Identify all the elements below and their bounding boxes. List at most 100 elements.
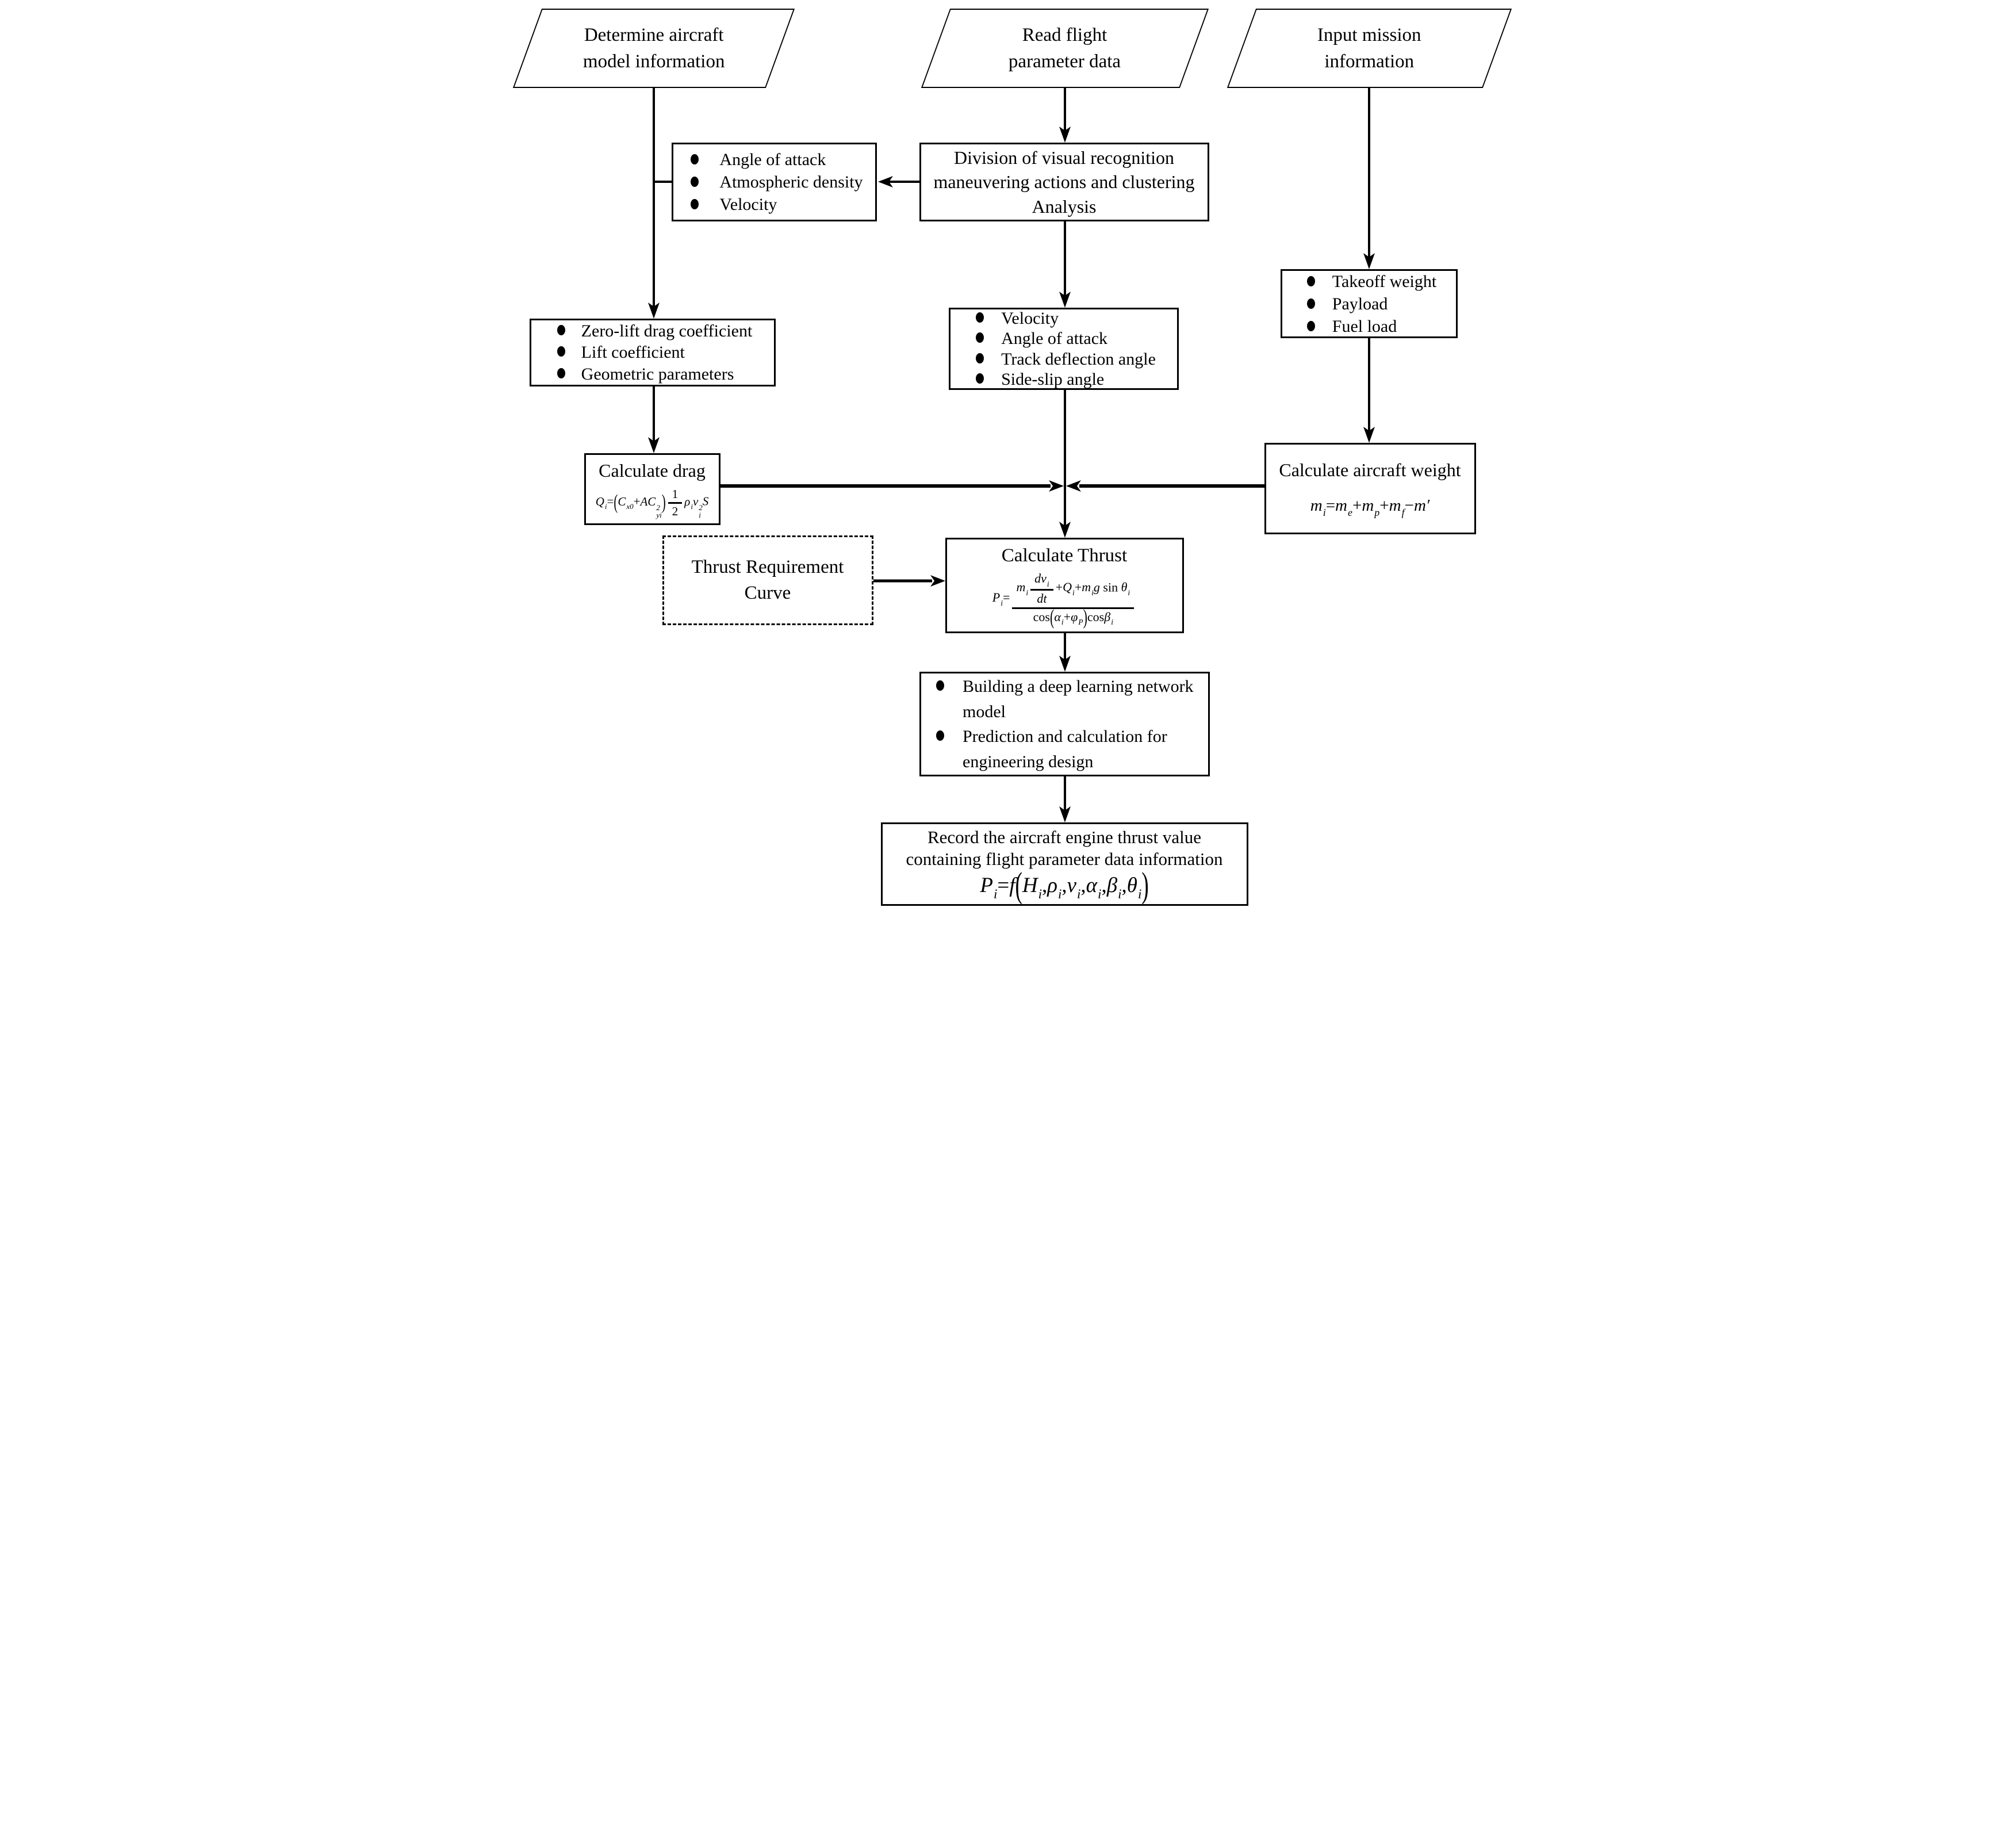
arrowhead-junction-right xyxy=(1048,480,1064,492)
formula-token: i xyxy=(1111,618,1114,627)
flowchart-canvas: Determine aircraft model information Rea… xyxy=(504,0,1512,913)
arrowhead-into-thrust-left xyxy=(930,575,945,587)
list-item: Building a deep learning network model xyxy=(929,674,1199,724)
formula-token: dt xyxy=(1037,591,1047,606)
node-mission-params: Takeoff weight Payload Fuel load xyxy=(1280,269,1458,338)
formula-token: f xyxy=(1009,874,1015,897)
formula-token: i xyxy=(604,502,607,511)
connector-layer xyxy=(647,87,1375,822)
arrowhead-into-thrust-top xyxy=(1059,522,1071,538)
formula-token: , xyxy=(1061,873,1067,897)
arrowhead-into-coefficients xyxy=(647,303,660,319)
list-item: Prediction and calculation for engineeri… xyxy=(929,724,1199,774)
formula-token: m′ xyxy=(1414,496,1429,515)
formula-token: i xyxy=(1091,588,1094,598)
formula-token: m xyxy=(1310,496,1323,515)
formula-token: m xyxy=(1362,496,1374,515)
bullet-icon xyxy=(936,680,944,691)
bullet-icon xyxy=(1306,275,1315,286)
formula-token: ( xyxy=(1049,604,1055,630)
formula-token: ) xyxy=(662,490,666,514)
formula-token: i xyxy=(691,502,693,511)
formula-token: m xyxy=(1389,496,1401,515)
formula-token: ( xyxy=(1050,605,1054,630)
formula-token: ) xyxy=(1083,605,1087,630)
formula-token: g xyxy=(1094,580,1100,594)
list-item-text: Geometric parameters xyxy=(581,364,734,384)
formula-token: ) xyxy=(661,489,666,514)
formula-token: i xyxy=(1323,506,1326,518)
list-item-text: Atmospheric density xyxy=(719,173,863,192)
formula-token: θ xyxy=(1126,873,1137,897)
formula-token: Cx0 xyxy=(618,494,633,511)
list-item: Angle of attack xyxy=(685,148,863,171)
formula-token: α xyxy=(1086,873,1098,897)
formula-token: P xyxy=(980,873,993,897)
formula-token: i xyxy=(993,886,998,901)
formula-token: mf xyxy=(1389,496,1405,518)
formula-token: v xyxy=(692,494,699,508)
formula-token: P xyxy=(992,589,1001,604)
formula-token: αi xyxy=(1054,610,1063,627)
list-item: Zero-lift drag coefficient xyxy=(553,320,753,342)
formula-token: cos xyxy=(1033,610,1050,624)
formula-token: g xyxy=(1093,580,1100,595)
formula-token: = xyxy=(1003,589,1010,604)
formula-token: + xyxy=(1055,580,1063,595)
formula-token: , xyxy=(1121,873,1127,897)
formula-token: ρi xyxy=(684,495,693,511)
list-item: Atmospheric density xyxy=(685,171,863,193)
formula-token: , xyxy=(1122,874,1127,897)
formula-token: C xyxy=(618,494,626,508)
formula-token: , xyxy=(1101,874,1106,897)
formula-token: βi xyxy=(1107,874,1122,901)
calculate-drag-title: Calculate drag xyxy=(599,460,706,481)
list-item-text: Zero-lift drag coefficient xyxy=(581,321,753,340)
formula-token: AC xyxy=(640,494,656,508)
formula-token: Q xyxy=(1063,580,1072,595)
arrowhead-into-drag xyxy=(647,437,660,453)
formula-token: β xyxy=(1104,609,1111,624)
formula-token: H xyxy=(1022,873,1038,897)
read-flight-label: Read flight parameter data xyxy=(1008,24,1121,72)
formula-token: i xyxy=(699,511,701,520)
bullet-icon xyxy=(691,154,699,164)
arrowhead-junction-left xyxy=(1066,480,1081,492)
arrowhead-into-record xyxy=(1059,806,1071,822)
record-formula: Pi=f(Hi,ρi,vi,αi,βi,θi) xyxy=(980,866,1148,906)
formula-token: mi xyxy=(1016,580,1028,597)
bullet-icon xyxy=(557,368,565,378)
bullet-icon xyxy=(1306,320,1315,331)
node-coefficients: Zero-lift drag coefficient Lift coeffici… xyxy=(529,319,776,386)
formula-token: = xyxy=(607,494,614,508)
list-item-text: Payload xyxy=(1332,294,1388,313)
bullet-icon xyxy=(976,312,984,323)
bullet-icon xyxy=(557,324,565,335)
formula-token: cos xyxy=(1087,610,1104,624)
formula-token: + xyxy=(633,494,641,508)
list-item: Takeoff weight xyxy=(1301,270,1436,293)
formula-token: = xyxy=(1325,496,1336,515)
bullet-icon xyxy=(936,730,944,741)
list-item-text: Velocity xyxy=(719,195,777,214)
formula-token: = xyxy=(1003,590,1010,604)
formula-token: i xyxy=(1072,588,1075,598)
node-input-mission: Input mission information xyxy=(1227,9,1512,88)
formula-token: + xyxy=(1379,496,1389,515)
formula-token: + xyxy=(1352,496,1362,515)
formula-token: ) xyxy=(1141,866,1149,906)
formula-token: + xyxy=(1379,496,1389,515)
formula-token: θi xyxy=(1121,580,1130,597)
node-flight-params: Velocity Angle of attack Track deflectio… xyxy=(948,308,1179,390)
formula-token: i xyxy=(1128,588,1130,598)
record-title: Record the aircraft engine thrust value … xyxy=(906,826,1223,870)
